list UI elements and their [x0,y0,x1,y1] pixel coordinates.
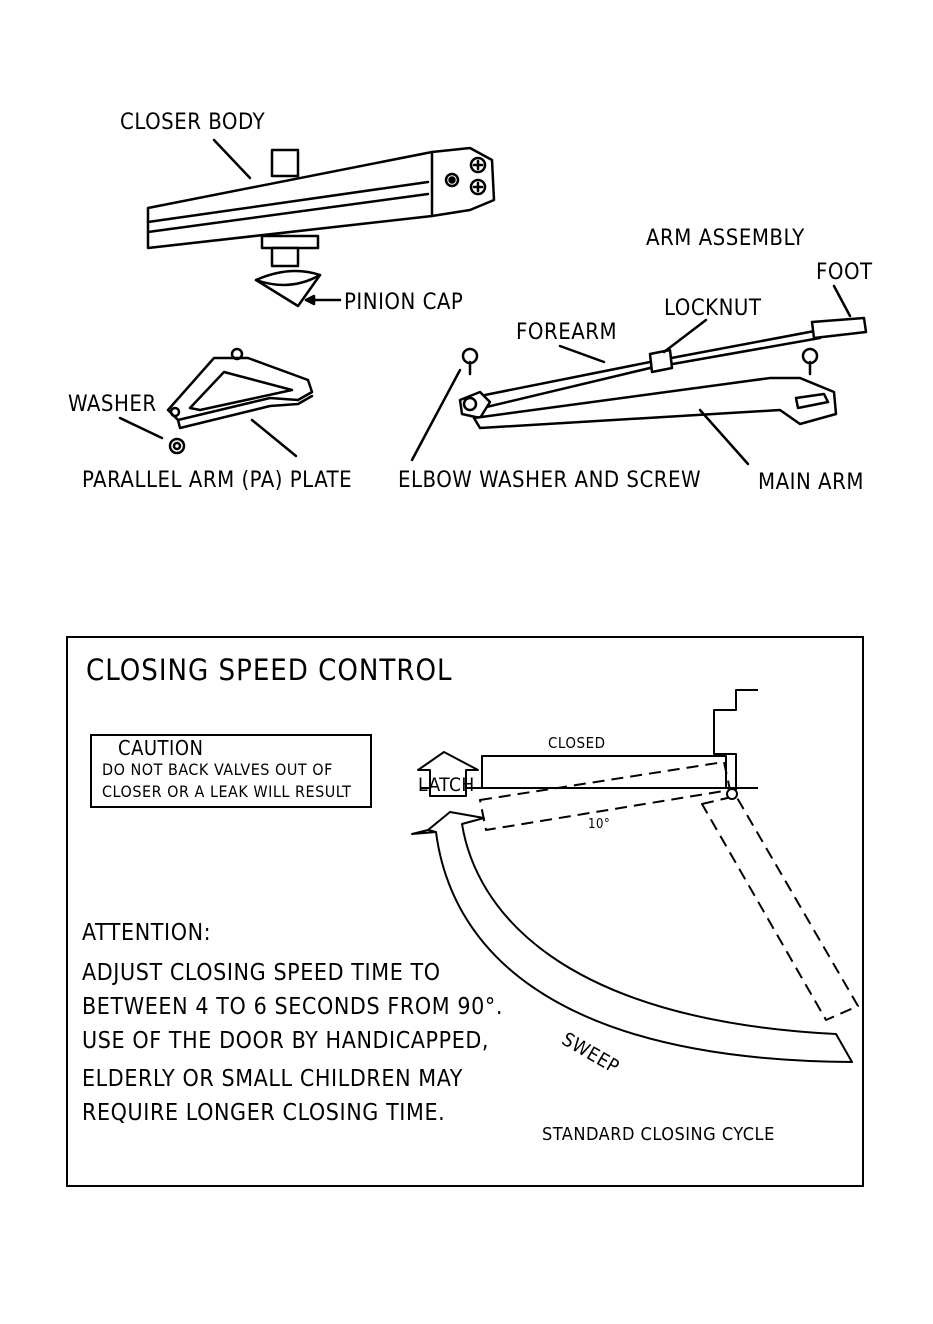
main-arm-label: MAIN ARM [758,470,864,495]
pa-plate-label: PARALLEL ARM (PA) PLATE [82,468,353,493]
attention-line-5: REQUIRE LONGER CLOSING TIME. [82,1100,446,1126]
attention-line-2: BETWEEN 4 TO 6 SECONDS FROM 90°. [82,994,504,1020]
main-arm-leader [698,408,750,466]
caution-title: CAUTION [118,736,204,760]
arm-assembly-drawing [458,316,868,430]
foot-label: FOOT [816,260,873,285]
attention-line-1: ADJUST CLOSING SPEED TIME TO [82,960,441,986]
locknut-label: LOCKNUT [664,296,762,321]
closed-label: CLOSED [548,734,606,752]
caution-line-2: CLOSER OR A LEAK WILL RESULT [102,782,352,801]
washer-label: WASHER [68,392,157,417]
arm-assembly-label: ARM ASSEMBLY [646,226,805,251]
elbow-leader [410,368,462,462]
elbow-washer-label: ELBOW WASHER AND SCREW [398,468,702,493]
speed-title: CLOSING SPEED CONTROL [86,653,453,687]
caution-line-1: DO NOT BACK VALVES OUT OF [102,760,333,779]
washer-leader [118,416,164,440]
attention-line-4: ELDERLY OR SMALL CHILDREN MAY [82,1066,463,1092]
forearm-leader [558,344,606,364]
forearm-label: FOREARM [516,320,618,345]
closer-body-drawing [146,146,496,308]
closer-body-leader [212,138,252,180]
closing-speed-panel [66,636,864,1187]
ten-degree-label: 10° [588,817,611,832]
caution-box [90,734,372,808]
attention-label: ATTENTION: [82,920,212,946]
latch-label: LATCH [418,774,475,796]
attention-line-3: USE OF THE DOOR BY HANDICAPPED, [82,1028,490,1054]
pinion-cap-label: PINION CAP [344,290,464,315]
pa-plate-leader [250,418,298,458]
cycle-label: STANDARD CLOSING CYCLE [542,1124,775,1145]
locknut-leader [662,318,708,354]
closer-body-label: CLOSER BODY [120,110,266,135]
pa-plate-drawing [166,347,314,455]
foot-leader [832,284,852,318]
